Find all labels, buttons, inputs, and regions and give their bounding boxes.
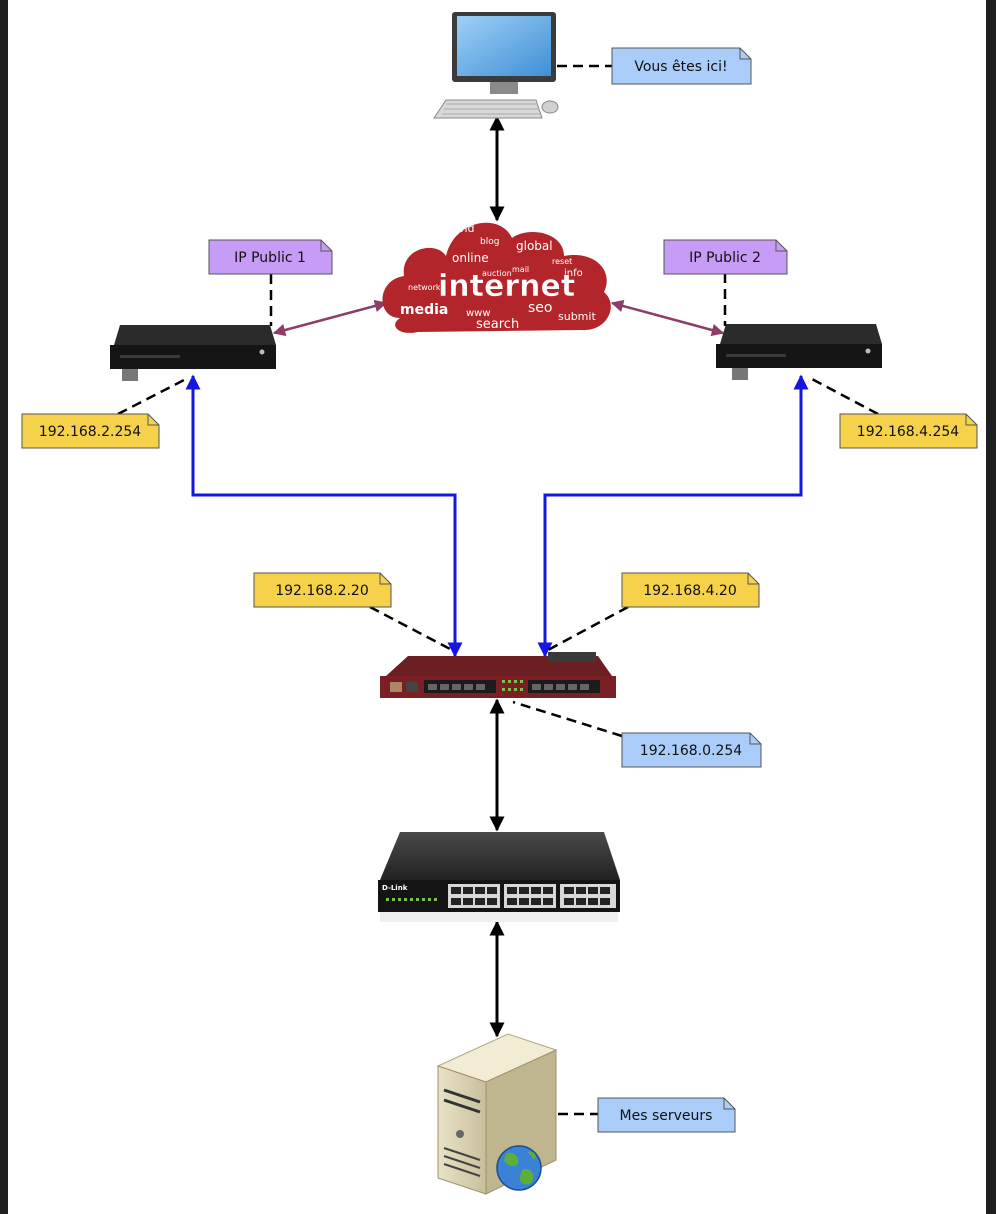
link-router-modem-right [537,374,809,658]
modem-icon [716,324,882,380]
modem-icon [110,325,276,381]
cloud-word: reset [552,257,572,266]
cloud-word: network [408,283,441,292]
cloud-word: send [448,222,474,235]
cloud-word: mail [512,265,529,274]
diagram-svg: send blog global online info network auc… [21,12,978,1195]
internet-cloud-icon: send blog global online info network auc… [382,222,611,333]
cloud-word: submit [558,310,596,323]
note-label: 192.168.2.20 [275,583,369,599]
network-diagram: send blog global online info network auc… [8,0,986,1214]
note-label: 192.168.4.20 [643,583,737,599]
note-ip-192-168-4-20: 192.168.4.20 [621,572,760,608]
note-ip-192-168-4-254: 192.168.4.254 [839,413,978,449]
switch-brand: D-Link [382,884,408,892]
note-ip-192-168-2-20: 192.168.2.20 [253,572,392,608]
desktop-computer-icon [433,12,559,119]
note-label: 192.168.0.254 [640,743,743,759]
link-internet-modem-left [272,299,388,337]
note-ip-public-1: IP Public 1 [208,239,333,275]
cloud-word: search [476,317,519,332]
note-label: 192.168.2.254 [39,424,142,440]
note-label: IP Public 2 [689,250,761,266]
note-ip-192-168-2-254: 192.168.2.254 [21,413,160,449]
link-internet-modem-right [610,299,725,337]
connections [185,115,809,1038]
cloud-title: internet [438,269,575,304]
note-label: Vous êtes ici! [634,59,727,75]
link-router-modem-left [185,374,463,658]
router-icon [380,652,616,698]
note-label: IP Public 1 [234,250,306,266]
cloud-word: media [400,302,448,318]
note-pc: Vous êtes ici! [611,47,752,85]
cloud-word: online [452,251,489,265]
network-switch-icon: D-Link [378,832,620,922]
cloud-word: seo [528,300,552,316]
cloud-word: auction [482,269,512,278]
cloud-word: global [516,239,553,253]
cloud-word: blog [480,237,499,247]
cloud-word: www [466,308,491,319]
globe-icon [496,1145,542,1191]
note-servers: Mes serveurs [597,1097,736,1133]
server-tower-icon [436,1033,558,1195]
note-label: Mes serveurs [620,1108,713,1124]
note-ip-192-168-0-254: 192.168.0.254 [621,732,762,768]
cloud-word: info [564,268,583,279]
note-ip-public-2: IP Public 2 [663,239,788,275]
note-label: 192.168.4.254 [857,424,960,440]
note-leaders [117,64,879,1116]
